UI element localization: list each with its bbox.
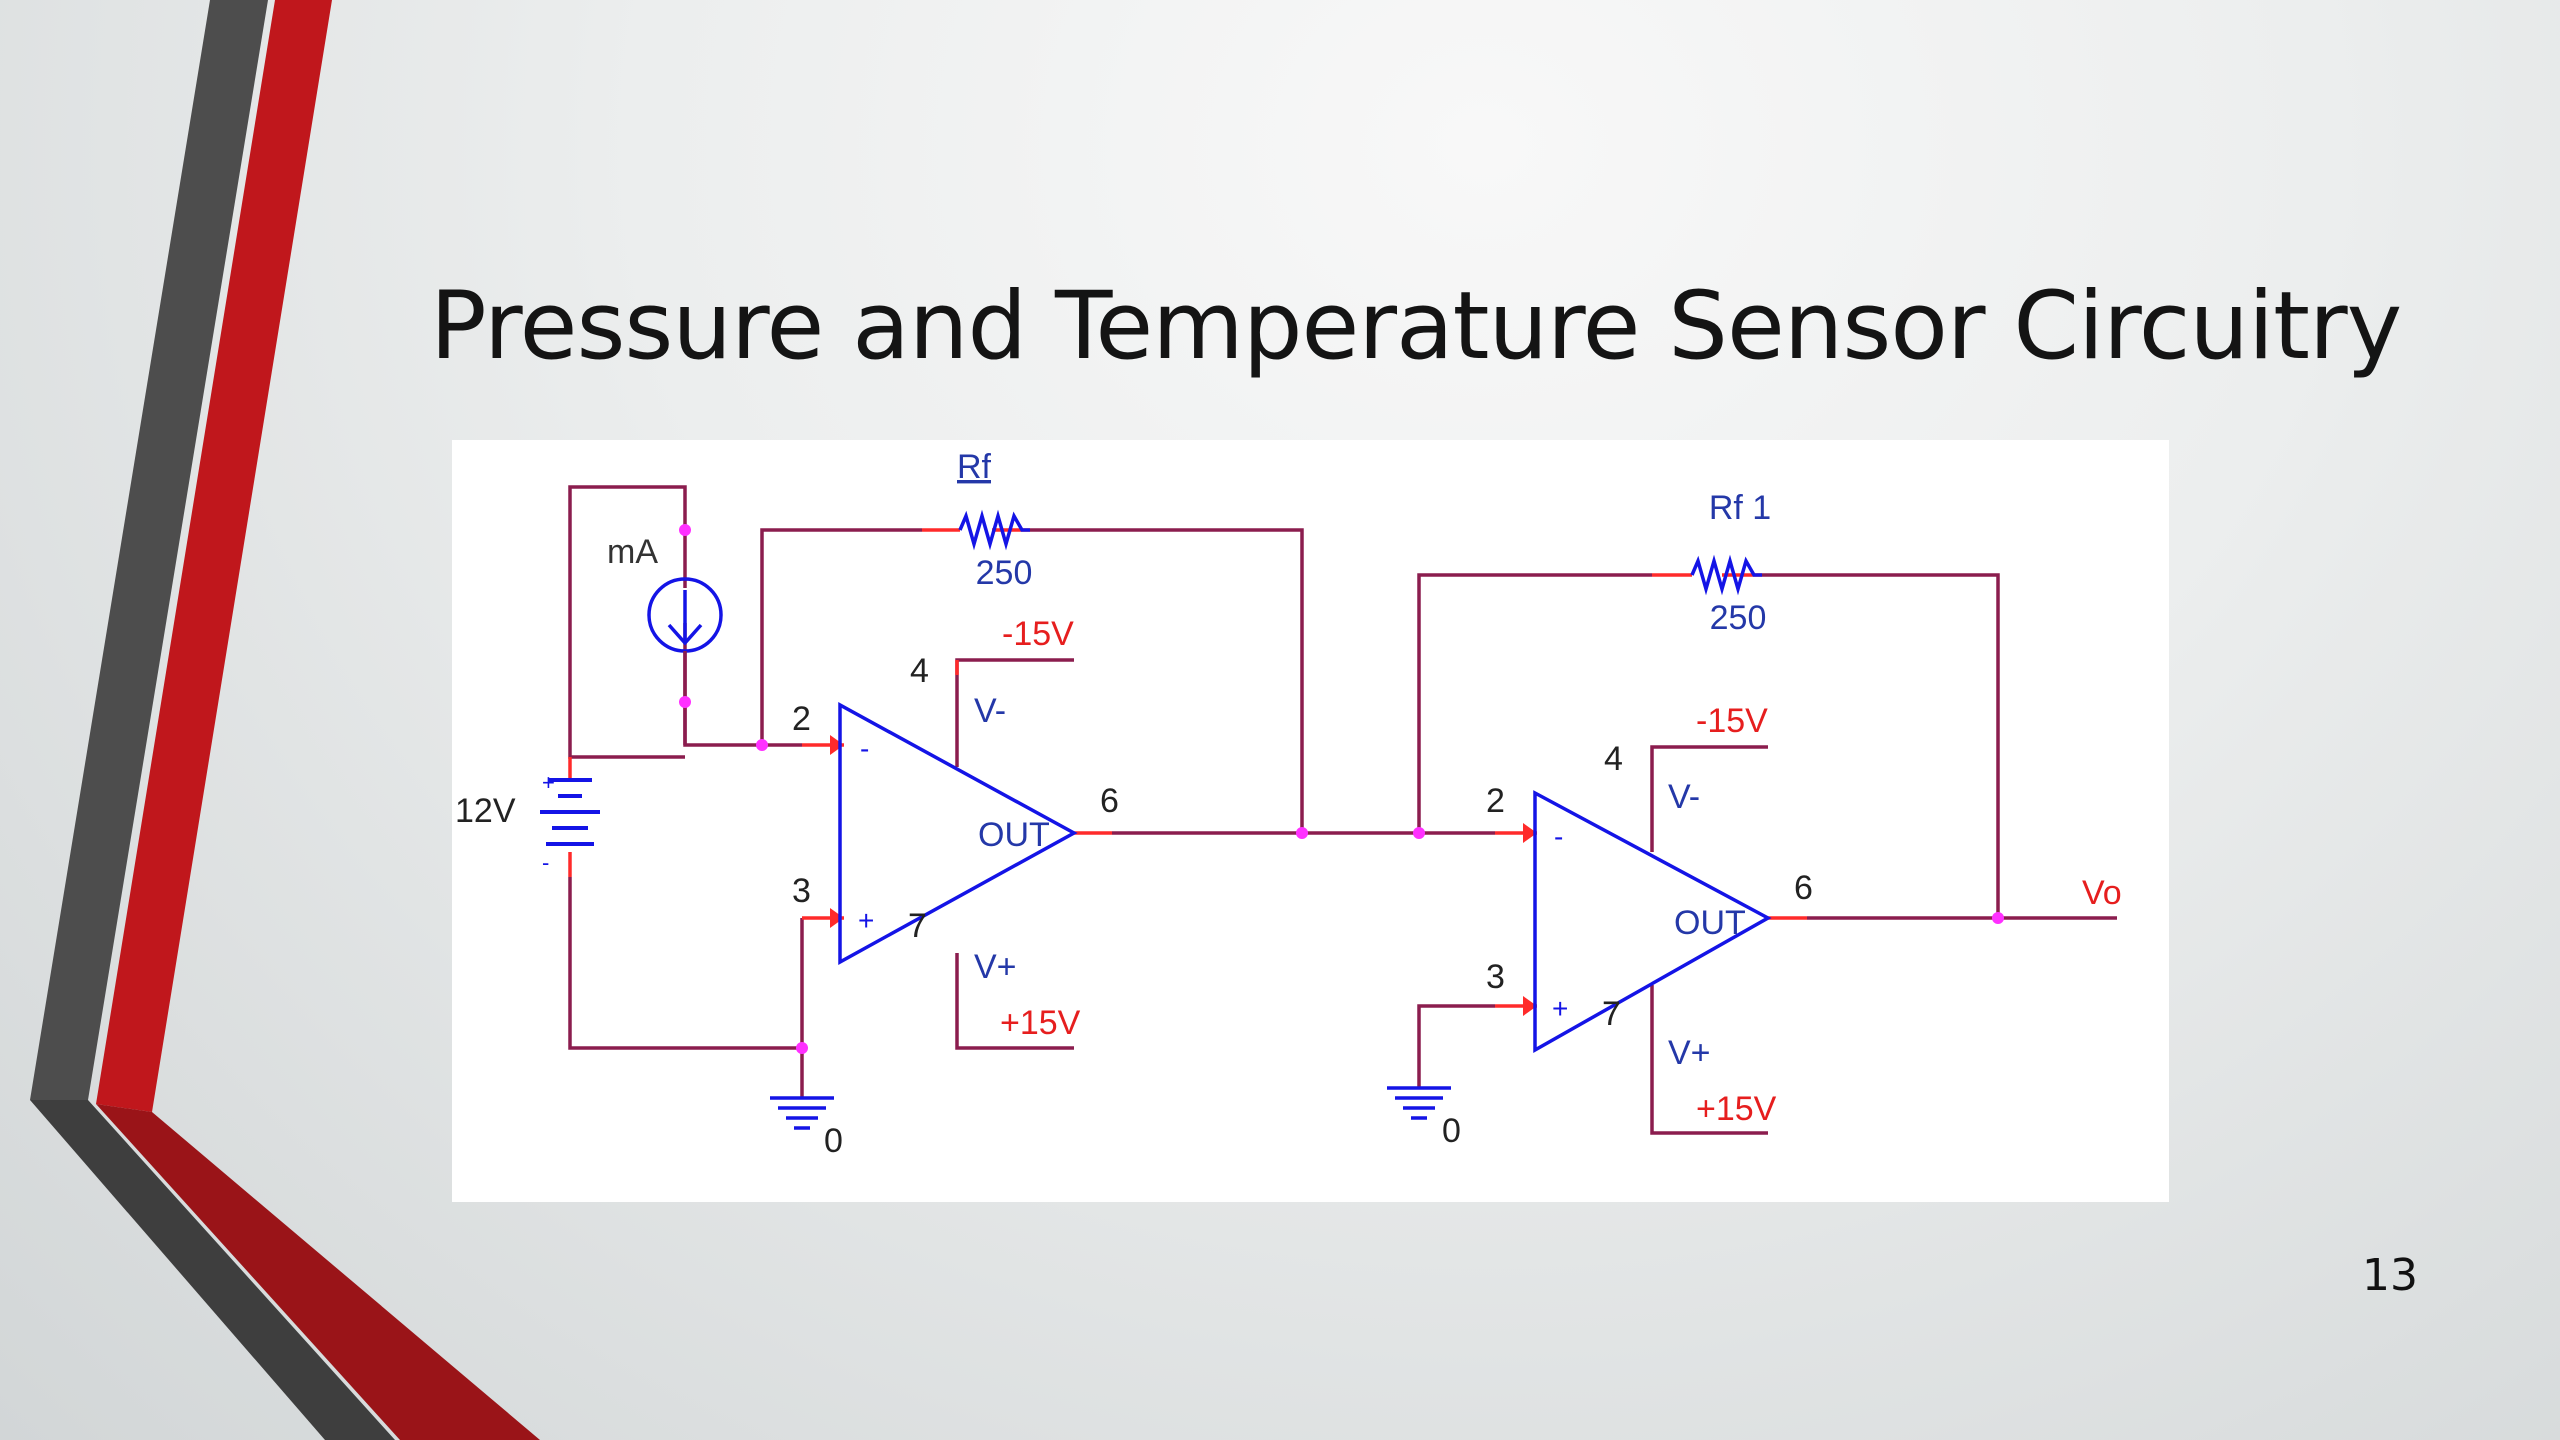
wire-feedback-left bbox=[760, 528, 922, 745]
stage2-vminus-label: V- bbox=[1668, 778, 1700, 816]
wire-vplus2-stage2 bbox=[1650, 985, 1768, 1135]
circuit-schematic: Rf 250 mA 12V + - 2 3 4 7 6 - + OUT V- V… bbox=[455, 448, 2122, 1160]
wire-battery-to-ground bbox=[568, 877, 802, 1050]
battery-label: 12V bbox=[455, 792, 516, 830]
arrow-noninv2 bbox=[1523, 996, 1537, 1016]
node-out2 bbox=[1992, 912, 2004, 924]
slide-title: Pressure and Temperature Sensor Circuitr… bbox=[430, 272, 2402, 381]
stage1-pin-out: 6 bbox=[1100, 782, 1119, 820]
ground-stage2 bbox=[1387, 1086, 1451, 1120]
node-out1 bbox=[1296, 827, 1308, 839]
ground-stage1 bbox=[770, 1096, 834, 1130]
stage1-pin-noninverting: 3 bbox=[792, 872, 811, 910]
gray-stripe-diagonal bbox=[30, 0, 268, 1100]
node-source-top bbox=[679, 524, 691, 536]
red-stripe-diagonal bbox=[96, 0, 332, 1112]
red-stripe-lower bbox=[96, 1104, 540, 1440]
wire-source-to-inverting bbox=[683, 623, 802, 747]
stage2-plus-sign: + bbox=[1552, 993, 1568, 1024]
resistor-rf bbox=[958, 509, 1030, 551]
source-label: mA bbox=[607, 533, 658, 571]
stage1-out-label: OUT bbox=[978, 816, 1050, 854]
stage2-vplus-label: V+ bbox=[1668, 1034, 1711, 1072]
output-label-vo: Vo bbox=[2082, 874, 2122, 912]
node-ground1 bbox=[796, 1042, 808, 1054]
wire-noninverting2-to-ground bbox=[1417, 1004, 1495, 1088]
stage2-pin-out: 6 bbox=[1794, 869, 1813, 907]
resistor-rf1-name: Rf 1 bbox=[1709, 489, 1771, 527]
resistor-rf-value: 250 bbox=[976, 554, 1033, 592]
stage2-minus-sign: - bbox=[1554, 821, 1563, 852]
resistor-rf1-value: 250 bbox=[1710, 599, 1767, 637]
stage2-out-label: OUT bbox=[1674, 904, 1746, 942]
arrow-inv1 bbox=[830, 735, 844, 755]
stage2-ground-label: 0 bbox=[1442, 1112, 1461, 1150]
stage1-pin-vminus: 4 bbox=[910, 652, 929, 690]
slide-page-number: 13 bbox=[2362, 1250, 2418, 1301]
node-inv2 bbox=[1413, 827, 1425, 839]
stage1-vminus-label: V- bbox=[974, 692, 1006, 730]
stage2-pos-supply: +15V bbox=[1696, 1090, 1777, 1128]
stage1-pin-inverting: 2 bbox=[792, 700, 811, 738]
wire-vplus-stage1 bbox=[955, 953, 1074, 1050]
wire-loop-top bbox=[568, 485, 687, 759]
arrow-noninv1 bbox=[830, 908, 844, 928]
stage1-minus-sign: - bbox=[860, 733, 869, 764]
battery-minus: - bbox=[542, 850, 549, 875]
circuit-diagram-panel: Rf 250 mA 12V + - 2 3 4 7 6 - + OUT V- V… bbox=[452, 440, 2169, 1202]
wire-feedback2-right bbox=[1762, 573, 2000, 918]
stage2-wires bbox=[1417, 573, 2117, 1135]
node-source-bottom bbox=[679, 696, 691, 708]
wire-vminus-stage2 bbox=[1650, 745, 1768, 852]
resistor-rf-name: Rf bbox=[957, 448, 992, 486]
stage1-pos-supply: +15V bbox=[1000, 1004, 1081, 1042]
arrow-inv2 bbox=[1523, 823, 1537, 843]
stage1-plus-sign: + bbox=[858, 905, 874, 936]
wire-feedback2-left bbox=[1417, 573, 1652, 833]
stage2-pin-vplus: 7 bbox=[1602, 995, 1621, 1033]
opamp-stage1 bbox=[838, 702, 1078, 965]
stage2-pin-inverting: 2 bbox=[1486, 782, 1505, 820]
battery-12v bbox=[540, 778, 600, 846]
stage2-neg-supply: -15V bbox=[1696, 702, 1768, 740]
gray-stripe-lower bbox=[30, 1100, 395, 1440]
stage1-neg-supply: -15V bbox=[1002, 615, 1074, 653]
wire-feedback-right bbox=[1030, 528, 1304, 833]
opamp-stage2 bbox=[1533, 790, 1772, 1054]
battery-plus: + bbox=[542, 770, 555, 795]
pin-leads bbox=[568, 528, 1807, 1016]
stage2-pin-noninverting: 3 bbox=[1486, 958, 1505, 996]
stage1-ground-label: 0 bbox=[824, 1122, 843, 1160]
stage1-pin-vplus: 7 bbox=[908, 907, 927, 945]
node-inv1 bbox=[756, 739, 768, 751]
source-arrow-head bbox=[667, 623, 703, 646]
stage2-pin-vminus: 4 bbox=[1604, 740, 1623, 778]
junction-nodes bbox=[679, 524, 2004, 1054]
current-source bbox=[647, 557, 723, 745]
resistor-rf1 bbox=[1690, 554, 1762, 596]
stage1-vplus-label: V+ bbox=[974, 948, 1017, 986]
